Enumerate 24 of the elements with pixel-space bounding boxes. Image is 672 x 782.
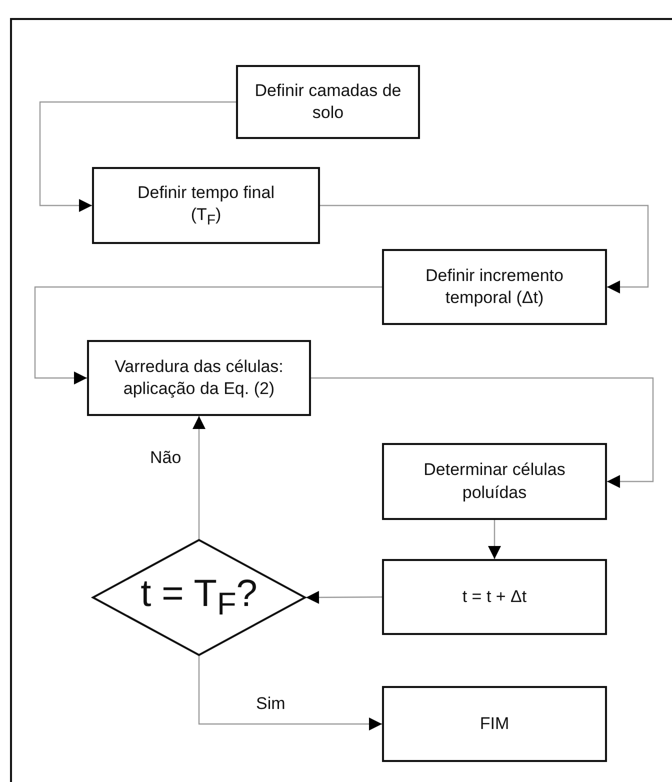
process-box: [382, 443, 607, 520]
arrow: [488, 520, 501, 559]
process-box: [92, 167, 320, 244]
node-label: Determinar células poluídas: [422, 459, 566, 504]
process-box: [87, 340, 311, 416]
process-box: [382, 686, 607, 762]
arrow: [320, 204, 649, 294]
node-label: FIM: [480, 712, 510, 735]
node-label: t = T$_{F}$?: [140, 572, 258, 624]
process-box: [382, 249, 607, 325]
node-label: Definir tempo final (T$_{F}$): [136, 182, 276, 230]
node-label: Definir incremento temporal (Δt): [424, 264, 564, 309]
node-label: t = t + Δt: [462, 586, 527, 608]
arrow: [306, 590, 382, 604]
arrow: [34, 286, 382, 384]
arrow: [198, 656, 382, 730]
process-box: [236, 65, 420, 139]
node-label: Varredura das células: aplicação da Eq. (2): [114, 356, 284, 400]
decision-diamond: [92, 539, 306, 656]
arrow: [39, 101, 236, 212]
arrow: [192, 416, 206, 539]
node-label: Definir camadas de solo: [254, 80, 402, 124]
arrow: [311, 377, 654, 488]
process-box: [382, 559, 607, 635]
